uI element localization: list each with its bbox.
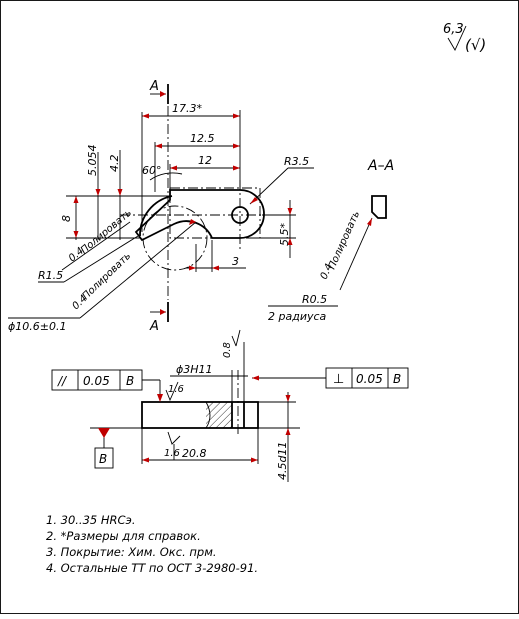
note-1: 1. 30..35 HRCэ.	[46, 513, 136, 527]
section-mark-bottom: A	[149, 302, 169, 334]
tolerance-frame-parallel: // 0.05 B	[51, 369, 143, 391]
roughness-value: 6,3	[443, 22, 464, 37]
roughness-0-8: 0.8	[222, 342, 233, 358]
dim-4-5-d11: 4.5d11	[276, 442, 289, 480]
dim-5-5: 5.5*	[278, 223, 291, 246]
dims-top: 17.3* 12.5 12	[141, 102, 241, 232]
dim-3-group: 3	[186, 240, 246, 272]
dim-dia-10-6: ϕ10.6±0.1	[8, 320, 66, 333]
note-3: 3. Покрытие: Хим. Окс. прм.	[46, 545, 217, 559]
angle-dim: 60°	[142, 164, 183, 181]
angle-60: 60°	[142, 164, 162, 177]
general-roughness-symbol: 6,3 (√)	[443, 22, 486, 54]
dim-5-054: 5.054	[86, 145, 99, 177]
dim-12: 12	[198, 154, 212, 167]
datum-box: B	[94, 447, 114, 469]
dim-12-5: 12.5	[190, 132, 215, 145]
phantom-circle	[142, 205, 208, 271]
parallel-datum: B	[126, 374, 134, 388]
tolerance-frame-perpendicular: ⊥ 0.05 B	[325, 367, 409, 389]
radius-1-5: R1.5	[38, 235, 139, 283]
roughness-1-6-top: 1.6	[168, 384, 184, 395]
note-4: 4. Остальные ТТ по ОСТ 3-2980-91.	[46, 561, 259, 575]
radius-3-5: R3.5	[249, 155, 314, 205]
dim-3: 3	[232, 255, 239, 268]
technical-notes: 1. 30..35 HRCэ. 2. *Размеры для справок.…	[46, 512, 258, 576]
perpendicular-value: 0.05	[356, 372, 383, 386]
parallel-symbol: //	[57, 374, 68, 388]
dim-r0-5: R0.5	[302, 293, 327, 306]
perpendicular-symbol: ⊥	[333, 372, 344, 387]
dims-left: 5.054 4.2 8	[60, 145, 170, 240]
datum-letter: B	[99, 452, 107, 466]
dim-5-5-group: 5.5*	[250, 200, 296, 258]
part-plan-view	[120, 106, 265, 300]
part-side-view: 20.8 4.5d11 ϕ3H11 0.8 1.6 1.6	[90, 329, 326, 482]
polish-text-b: Полировать	[80, 251, 133, 303]
dim-4-2: 4.2	[108, 155, 121, 173]
section-mark-top: A	[149, 79, 169, 104]
polish-text-a: Полировать	[79, 207, 134, 256]
parallel-value: 0.05	[83, 374, 110, 388]
section-title: A–A	[367, 158, 394, 174]
two-radii-label: 2 радиуса	[268, 310, 327, 323]
perpendicular-datum: B	[393, 372, 401, 386]
roughness-check-icon	[447, 25, 467, 51]
note-2: 2. *Размеры для справок.	[46, 529, 201, 543]
dim-17-3: 17.3*	[172, 102, 202, 115]
dim-dia-3h11: ϕ3H11	[176, 363, 213, 376]
section-letter-bottom: A	[149, 319, 159, 334]
polish-text-c: Полировать	[327, 209, 363, 271]
roughness-1-6-bottom: 1.6	[164, 448, 180, 459]
dim-r1-5: R1.5	[38, 269, 63, 282]
roughness-suffix: (√)	[465, 36, 486, 54]
dim-r3-5: R3.5	[284, 155, 309, 168]
dim-8: 8	[60, 215, 73, 222]
dim-20-8: 20.8	[182, 447, 207, 460]
section-letter-top: A	[149, 79, 159, 94]
